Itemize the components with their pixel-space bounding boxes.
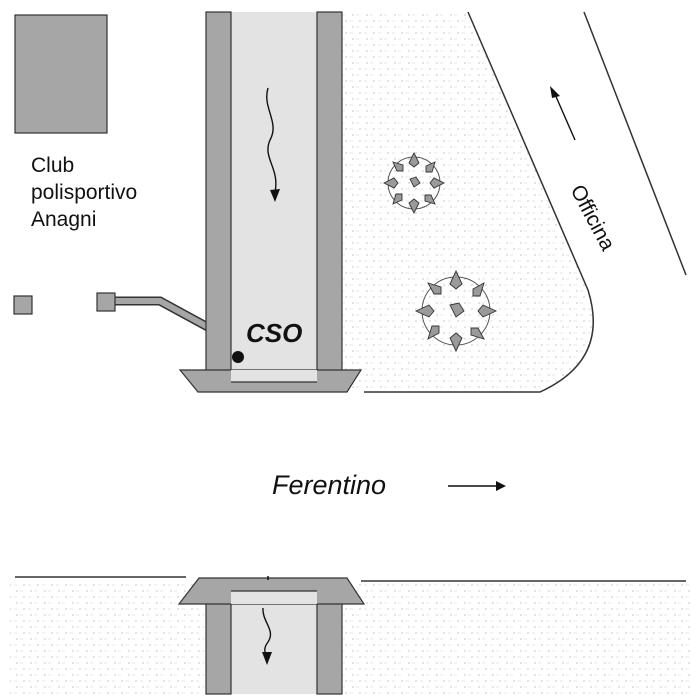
- channel-wall-right-upper: [316, 11, 343, 385]
- club-label: Club polisportivo Anagni: [31, 152, 137, 233]
- curb-line: [364, 289, 594, 393]
- tree-icon: [382, 151, 446, 215]
- channel-wall-left-lower: [205, 589, 232, 695]
- street-label: Ferentino: [272, 470, 387, 500]
- channel-wall-right-lower: [316, 589, 343, 695]
- road-edge-left: [467, 11, 589, 291]
- drain-pipe: [96, 292, 222, 380]
- tree-icon: [414, 269, 498, 353]
- officina-direction-arrow: [550, 86, 576, 141]
- cso-outfall-dot: [232, 351, 244, 363]
- manhole-left: [13, 295, 33, 315]
- club-label-line: Anagni: [31, 208, 97, 231]
- club-label-line: Club: [31, 154, 75, 177]
- channel-water-lower: [231, 590, 317, 694]
- club-building: [14, 14, 108, 134]
- paved-area-upper: [342, 10, 594, 392]
- cso-label: CSO: [246, 318, 303, 348]
- club-label-line: polisportivo: [31, 181, 138, 204]
- flow-direction-arrow-lower: [262, 607, 272, 665]
- street-direction-arrow: [448, 481, 506, 491]
- road-edge-right: [583, 11, 687, 276]
- channel-wall-left-upper: [205, 11, 232, 385]
- flow-direction-arrow: [266, 87, 280, 202]
